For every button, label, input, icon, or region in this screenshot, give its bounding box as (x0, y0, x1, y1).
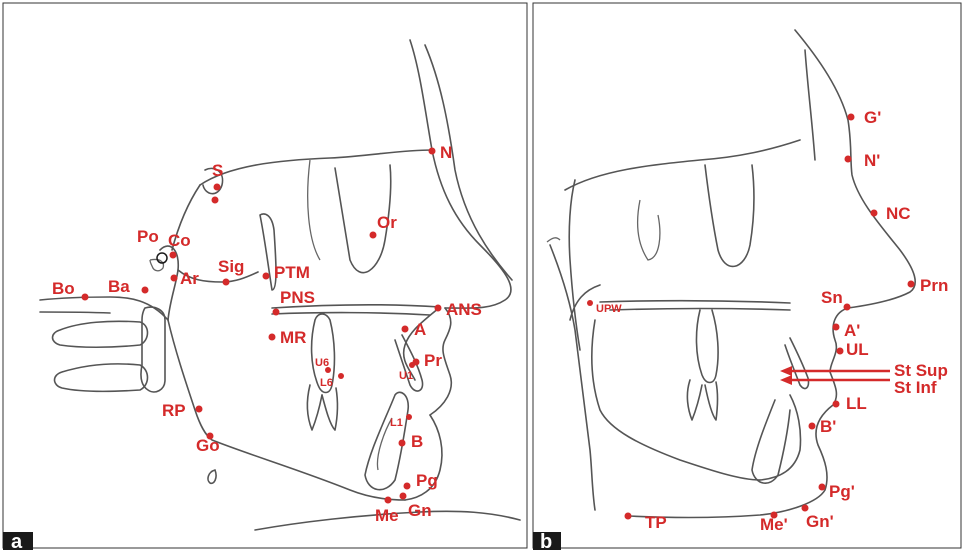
landmark-label: Go (196, 436, 220, 455)
landmark-label: Pr (424, 351, 442, 370)
landmark-label: PTM (274, 263, 310, 282)
landmark-Go: Go (196, 433, 220, 456)
landmark-label: NC (886, 204, 911, 223)
landmark-label: Prn (920, 276, 948, 295)
panel-a-tag-text: a (11, 531, 23, 550)
landmark-label: Pg' (829, 482, 855, 501)
landmark-label: L1 (390, 417, 403, 429)
landmark-label: Or (377, 213, 397, 232)
landmark-label: G' (864, 108, 881, 127)
landmark-label: LL (846, 394, 867, 413)
landmark-label: U6 (315, 357, 329, 369)
landmark-Me-prime: Me' (760, 512, 788, 535)
landmark-label: U1 (399, 370, 413, 382)
landmark-label: Co (168, 231, 191, 250)
landmark-label: Ar (180, 269, 199, 288)
landmark-label: L6 (320, 377, 333, 389)
landmark-label: Bo (52, 279, 75, 298)
panel-a: S N Or Po Co Bo Ba Ar Sig PTM PNS ANS MR… (3, 3, 527, 550)
landmark-label: B' (820, 417, 836, 436)
landmark-label: S (212, 161, 223, 180)
panel-b-tag-text: b (540, 531, 552, 550)
landmark-label: PNS (280, 288, 315, 307)
landmark-label: Gn (408, 501, 432, 520)
landmark-label: Me' (760, 515, 788, 534)
landmark-label: Ba (108, 277, 130, 296)
landmark-label: Sn (821, 288, 843, 307)
landmark-label: A' (844, 321, 860, 340)
landmark-label: A (414, 320, 426, 339)
landmark-label: Pg (416, 471, 438, 490)
landmark-label: Me (375, 506, 399, 525)
landmark-label: Po (137, 227, 159, 246)
landmark-label: RP (162, 401, 186, 420)
landmark-label: St Inf (894, 378, 937, 397)
landmark-label: TP (645, 513, 667, 532)
landmark-label: MR (280, 328, 306, 347)
landmark-label: N' (864, 151, 880, 170)
landmark-label: B (411, 432, 423, 451)
panel-b: G' N' NC Prn Sn UPW A' UL St Sup St Inf … (533, 3, 961, 550)
panel-b-frame (533, 3, 961, 548)
landmark-label: Gn' (806, 512, 834, 531)
landmark-label: UPW (596, 303, 622, 315)
landmark-label: ANS (446, 300, 482, 319)
landmark-label: UL (846, 340, 869, 359)
panel-a-tag: a (3, 531, 33, 550)
landmark-label: Sig (218, 257, 244, 276)
landmark-label: N (440, 143, 452, 162)
panel-b-tag: b (533, 531, 561, 550)
